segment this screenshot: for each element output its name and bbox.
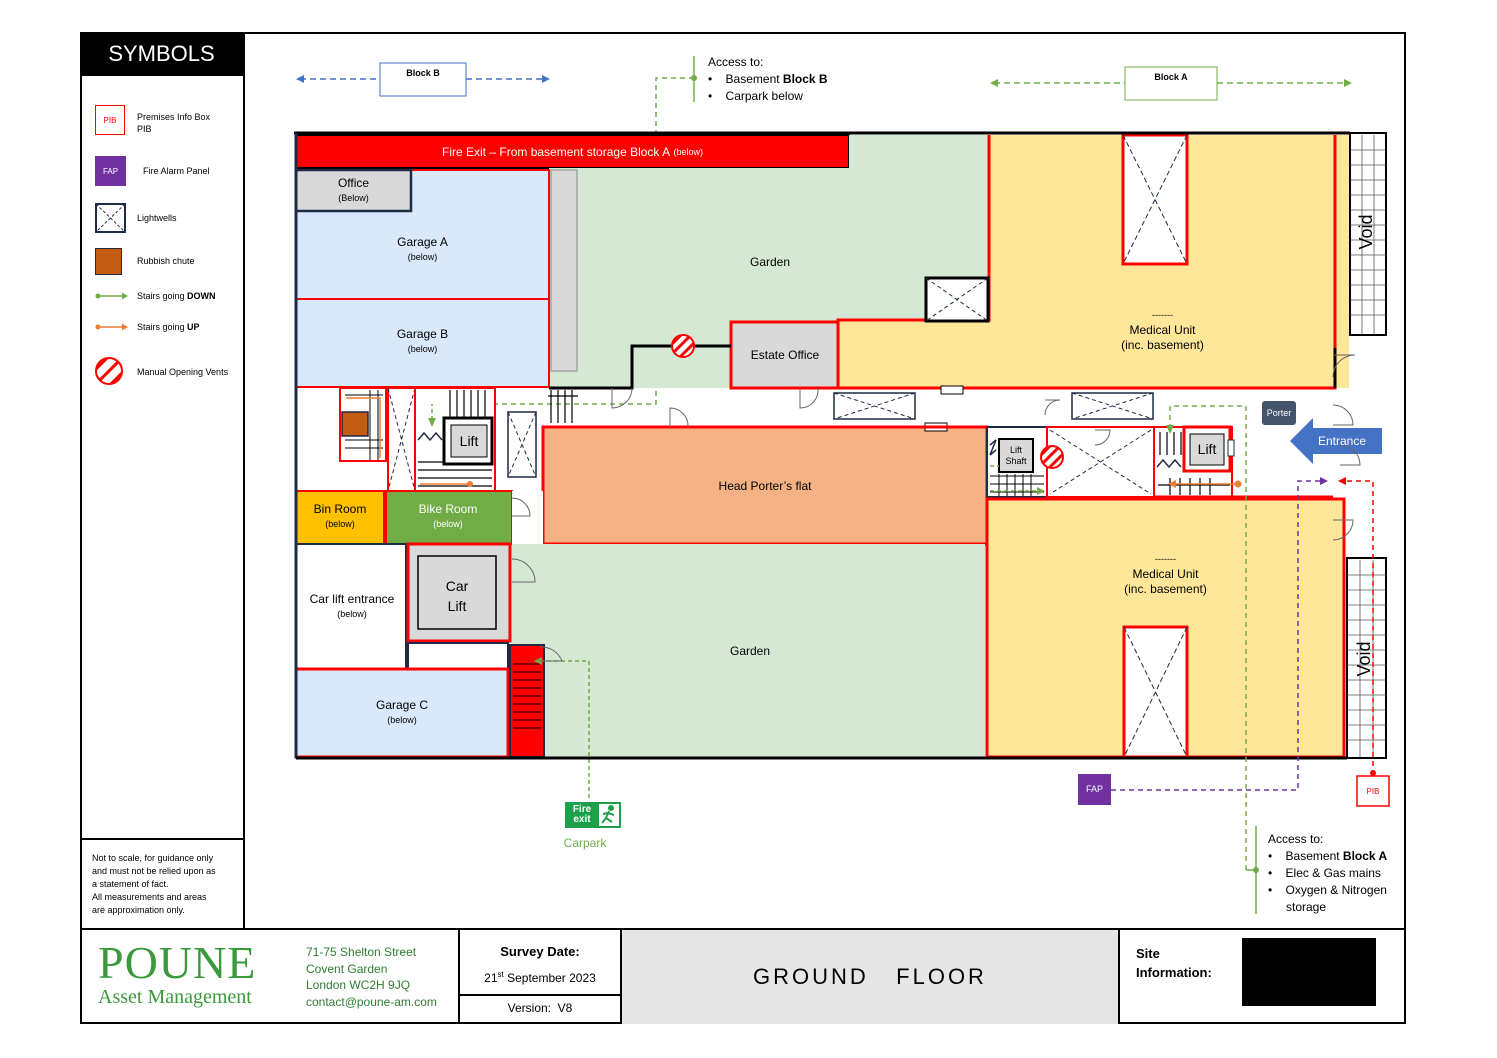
fire-exit-sign-label: Fire exit [572, 804, 592, 825]
left-lift-label: Lift [459, 432, 479, 449]
bin-room-label: Bin Room(below) [313, 502, 367, 529]
garage-b-label: Garage B(below) [396, 327, 449, 354]
survey-date: 21st September 2023 [484, 970, 596, 985]
right-lift-inner [1189, 433, 1225, 466]
vents-label: Manual Opening Vents [137, 367, 229, 377]
car-lift-label: Car Lift [445, 578, 469, 614]
garage-c-rect [294, 667, 510, 759]
fap-icon: FAP [95, 156, 126, 186]
rubbish-chute-icon [95, 248, 122, 275]
symbols-title: SYMBOLS [80, 32, 243, 76]
stairs-up-arrow-icon [95, 323, 128, 331]
lift-shaft-box [998, 438, 1034, 473]
fire-exit-banner: Fire Exit – From basement storage Block … [442, 144, 703, 159]
void-top-rect [1349, 132, 1387, 336]
running-man-icon [601, 805, 615, 824]
pib-icon: PIB [95, 105, 125, 135]
garden-bottom-rect [512, 544, 985, 757]
access-right-path [1169, 405, 1247, 870]
stairs-up-label: Stairs going UP [137, 322, 200, 332]
garden-top-label: Garden [749, 254, 791, 269]
car-lift-inner [417, 555, 497, 630]
estate-office-rect [729, 320, 840, 390]
fap-path [1111, 480, 1322, 791]
vent-icon [95, 357, 123, 385]
stairs-down-label: Stairs going DOWN [137, 291, 216, 301]
medical-top-label: -------Medical Unit(inc. basement) [1121, 309, 1204, 352]
porter-label: Porter [1266, 407, 1292, 418]
entrance-label[interactable]: Entrance [1317, 433, 1367, 448]
site-info-redacted [1242, 938, 1376, 1006]
garage-column-rect [550, 169, 578, 372]
pib-label: PIB [1366, 786, 1380, 796]
fap-label: Fire Alarm Panel [143, 166, 210, 176]
garage-c-label: Garage C(below) [375, 698, 429, 725]
survey-label: Survey Date: [500, 944, 580, 959]
bike-room-rect [385, 490, 513, 545]
access-bottom-text: Access to: • Basement Block A • Elec & G… [1268, 832, 1388, 914]
left-lift-inner [450, 424, 488, 458]
survey-box: Survey Date: 21st September 2023 Version… [458, 930, 622, 1024]
stairs-down-arrow-icon [95, 292, 128, 300]
rubbish-chute-block [341, 411, 369, 437]
access-top-text: Access to: • Basement Block B • Carpark … [708, 55, 828, 103]
fap-label: FAP [1085, 784, 1103, 794]
block-a-label: Block A [1154, 72, 1188, 82]
block-b-arrow [296, 62, 550, 97]
garden-bottom-label: Garden [729, 643, 771, 658]
block-b-label: Block B [406, 68, 440, 78]
floor-plan [294, 56, 1390, 914]
fap-box [1078, 774, 1111, 805]
pib-box [1356, 775, 1390, 807]
right-lift-label: Lift [1197, 441, 1217, 457]
company-logo: POUNE Asset Management [98, 937, 278, 1009]
estate-office-label: Estate Office [750, 347, 820, 362]
disclaimer-note: Not to scale, for guidance only and must… [92, 853, 216, 915]
block-a-arrow [990, 66, 1352, 101]
office-rect [294, 168, 413, 213]
symbols-divider [80, 838, 243, 840]
pib-label: Premises Info Box PIB [137, 112, 211, 134]
car-lift-entrance-rect [295, 543, 407, 670]
office-label: Office(Below) [337, 176, 370, 203]
floor-title-box: GROUND FLOOR [622, 930, 1120, 1024]
void-bottom-label: Void [1354, 641, 1374, 677]
entrance-arrow [1290, 418, 1382, 464]
logo-word: POUNE [98, 937, 257, 988]
porter-box [1262, 401, 1296, 425]
void-top-label: Void [1356, 214, 1376, 250]
lift-shaft-label: Lift Shaft [1005, 445, 1027, 466]
logo-subtitle: Asset Management [98, 986, 252, 1008]
version: Version: V8 [507, 1001, 573, 1015]
bin-room-rect [295, 490, 385, 545]
head-porter-flat-label: Head Porter’s flat [718, 478, 812, 493]
rubbish-label: Rubbish chute [137, 256, 195, 266]
company-address: 71-75 Shelton Street Covent Garden Londo… [306, 945, 437, 1009]
medical-bottom-label: -------Medical Unit(inc. basement) [1124, 553, 1207, 596]
bike-room-label: Bike Room(below) [418, 502, 478, 529]
title-block: POUNE Asset Management 71-75 Shelton Str… [80, 928, 1406, 1024]
pib-icon-text: PIB [103, 115, 117, 125]
floor-title: GROUND FLOOR [753, 964, 987, 989]
site-info-label: Site Information: [1136, 946, 1212, 980]
lightwells-label: Lightwells [137, 213, 177, 223]
symbols-panel: SYMBOLS PIB Premises Info Box PIB FAP Fi… [80, 32, 245, 928]
lightwell-icon [95, 203, 126, 233]
car-lift-entrance-label: Car lift entrance(below) [309, 592, 395, 619]
carpark-label: Carpark [563, 835, 607, 850]
garage-a-label: Garage A(below) [397, 235, 448, 262]
fap-icon-text: FAP [102, 166, 119, 176]
